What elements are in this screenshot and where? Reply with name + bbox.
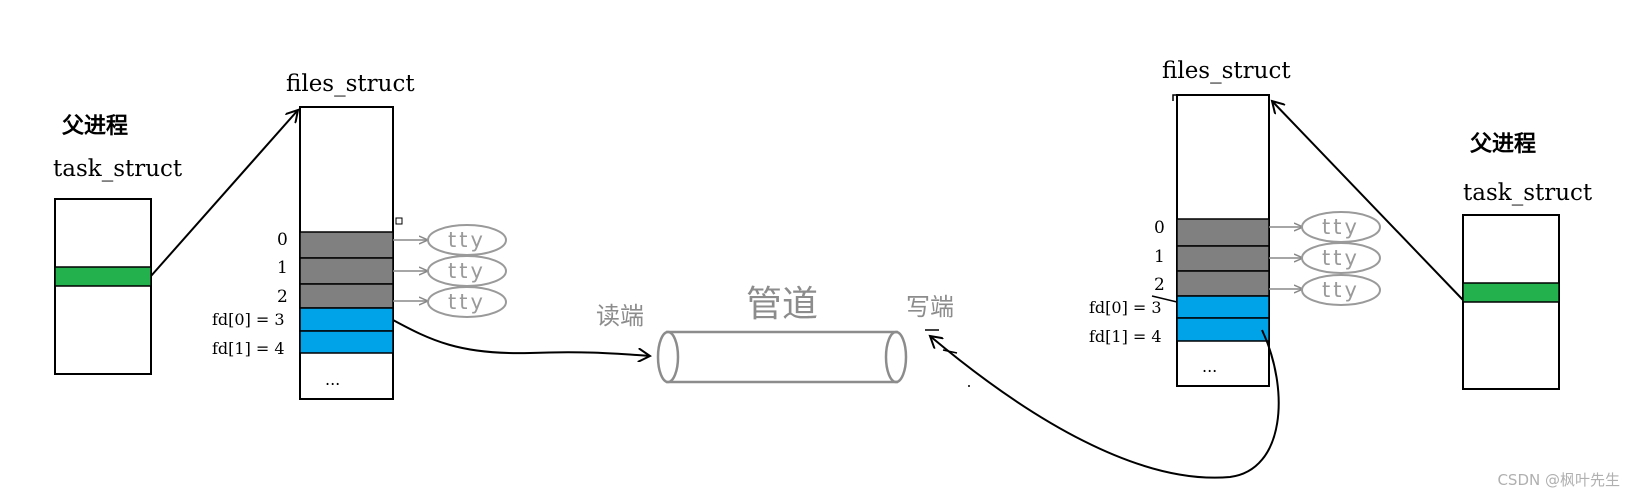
right-fd-0-slot bbox=[1176, 218, 1270, 247]
pipe-read-end-label: 读端 bbox=[596, 302, 644, 330]
left-fd-2-slot bbox=[299, 283, 394, 309]
left-process-label: 父进程 bbox=[62, 114, 128, 139]
left-tty-label-1: tty bbox=[448, 259, 486, 283]
left-fd-0-slot bbox=[299, 231, 394, 259]
right-fd-label-2: 2 bbox=[1154, 275, 1165, 295]
left-fd-1-slot bbox=[299, 257, 394, 285]
right-tty-ellipse-2 bbox=[1301, 274, 1381, 306]
right-write-end-arrow bbox=[930, 329, 1280, 479]
left-fd-3-slot bbox=[299, 307, 394, 332]
right-fd-3-slot bbox=[1176, 295, 1270, 319]
left-fd-4-slot bbox=[299, 330, 394, 354]
pipe-right-end bbox=[884, 330, 908, 384]
right-task-struct-box bbox=[1462, 214, 1560, 390]
left-fd-label-3: fd[0] = 3 bbox=[212, 310, 285, 329]
left-fd-label-1: 1 bbox=[277, 258, 288, 278]
right-files-struct-label: files_struct bbox=[1162, 58, 1291, 84]
right-tty-label-2: tty bbox=[1322, 278, 1360, 302]
left-files-ellipsis: ... bbox=[325, 370, 340, 389]
right-fd-label-0: 0 bbox=[1154, 218, 1165, 238]
left-fd-label-0: 0 bbox=[277, 230, 288, 250]
left-files-struct-label: files_struct bbox=[286, 71, 415, 97]
pipe-left-end bbox=[656, 330, 680, 384]
right-task-struct-files-pointer bbox=[1462, 282, 1560, 303]
right-process-label: 父进程 bbox=[1470, 132, 1536, 157]
left-files-struct-box bbox=[299, 106, 394, 400]
left-fd-label-2: 2 bbox=[277, 287, 288, 307]
left-task-struct-box bbox=[54, 198, 152, 375]
left-files-pointer-arrow bbox=[150, 110, 298, 277]
right-files-struct-box bbox=[1176, 94, 1270, 387]
right-fd-label-4: fd[1] = 4 bbox=[1089, 327, 1162, 346]
right-fd-1-slot bbox=[1176, 245, 1270, 272]
pipe-cylinder bbox=[656, 330, 908, 384]
right-files-ellipsis: ... bbox=[1202, 357, 1217, 376]
right-tty-group: tty tty tty bbox=[1269, 211, 1381, 306]
right-files-pointer-arrow bbox=[1272, 101, 1464, 301]
left-tty-ellipse-2 bbox=[427, 286, 507, 318]
right-tty-label-0: tty bbox=[1322, 215, 1360, 239]
right-task-struct-label: task_struct bbox=[1463, 180, 1593, 206]
right-fd-4-slot bbox=[1176, 317, 1270, 342]
right-files-corner-mark bbox=[1172, 94, 1177, 101]
left-read-end-arrow bbox=[392, 319, 650, 356]
left-small-square bbox=[395, 217, 403, 225]
right-fd-label-1: 1 bbox=[1154, 247, 1165, 267]
left-tty-label-2: tty bbox=[448, 290, 486, 314]
right-fd0-tick bbox=[1151, 295, 1178, 303]
right-tty-ellipse-1 bbox=[1301, 242, 1381, 274]
right-tty-label-1: tty bbox=[1322, 246, 1360, 270]
pipe-label: 管道 bbox=[746, 284, 818, 325]
left-task-struct-label: task_struct bbox=[53, 156, 183, 182]
pipe-dot bbox=[968, 385, 970, 387]
watermark: CSDN @枫叶先生 bbox=[1497, 471, 1620, 489]
left-tty-group: tty tty tty bbox=[393, 224, 507, 318]
left-fd-label-4: fd[1] = 4 bbox=[212, 339, 285, 358]
right-fd-2-slot bbox=[1176, 270, 1270, 297]
pipe-write-end-label: 写端 bbox=[906, 293, 954, 321]
left-task-struct-files-pointer bbox=[54, 266, 152, 287]
left-tty-label-0: tty bbox=[448, 228, 486, 252]
right-fd-label-3: fd[0] = 3 bbox=[1089, 298, 1162, 317]
